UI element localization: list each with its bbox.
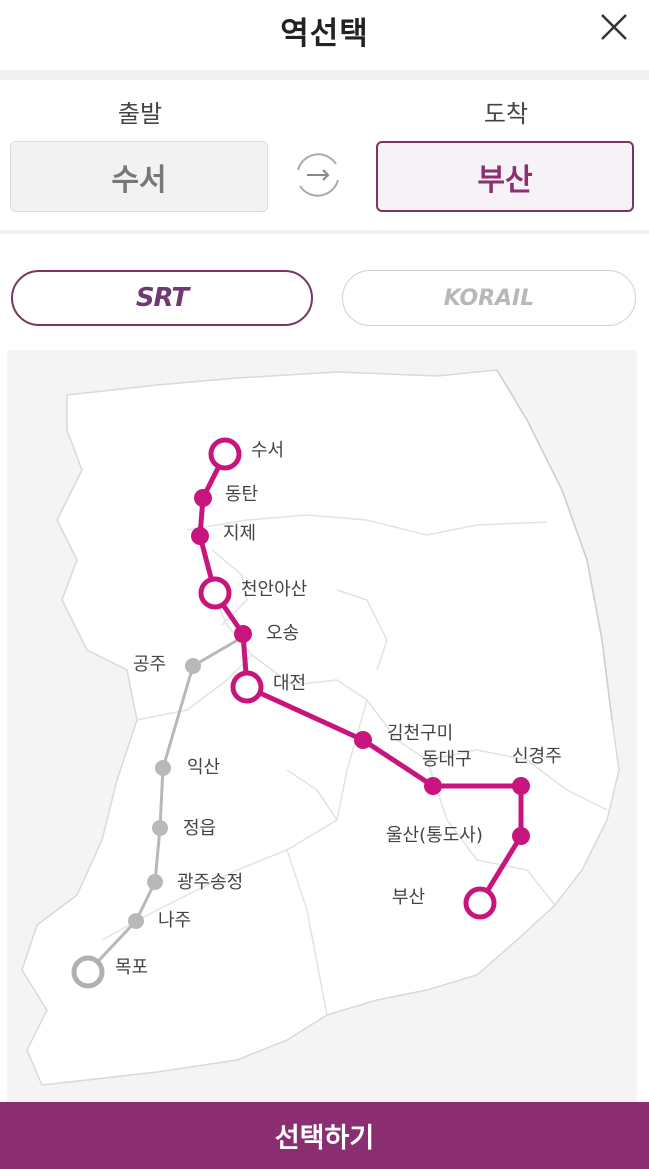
station-dot-dongdaegu[interactable] [424, 777, 442, 795]
station-dot-cheonanasan[interactable] [198, 576, 232, 610]
station-label[interactable]: 오송 [266, 623, 299, 644]
arrival-station-button[interactable]: 부산 [376, 141, 634, 212]
station-label[interactable]: 지제 [223, 523, 256, 544]
swap-icon [297, 153, 339, 197]
station-dot-gwangjusongjeong[interactable] [147, 874, 163, 890]
station-dot-osong[interactable] [234, 625, 252, 643]
srt-logo: SRT [135, 283, 189, 313]
map-outer-coast-right [496, 369, 613, 721]
station-label[interactable]: 대전 [273, 673, 306, 694]
station-label[interactable]: 나주 [158, 910, 191, 931]
station-dot-naju[interactable] [128, 913, 144, 929]
station-label[interactable]: 동탄 [225, 484, 258, 505]
departure-station-button[interactable]: 수서 [10, 141, 268, 212]
divider [0, 70, 649, 80]
station-dot-jije[interactable] [191, 527, 209, 545]
korea-map-svg: 수서 동탄 지제 천안아산 오송 대전 김천구미 동대구 신경주 울산(통도사)… [21, 369, 620, 1086]
station-dot-gimcheongumi[interactable] [354, 731, 372, 749]
station-label[interactable]: 천안아산 [241, 579, 307, 600]
station-label[interactable]: 동대구 [422, 749, 472, 770]
korail-logo: KORAIL [443, 285, 535, 311]
page-title: 역선택 [280, 16, 369, 52]
station-label[interactable]: 신경주 [512, 746, 562, 767]
station-dot-iksan[interactable] [155, 760, 171, 776]
srt-tab[interactable]: SRT [11, 270, 313, 326]
station-dot-suseo[interactable] [208, 437, 242, 471]
arrival-label: 도착 [483, 100, 529, 128]
srt-stations [191, 437, 530, 920]
station-dot-dongtan[interactable] [194, 489, 212, 507]
station-dot-singyeongju[interactable] [512, 777, 530, 795]
station-label[interactable]: 김천구미 [387, 723, 453, 744]
station-dot-daejeon[interactable] [230, 670, 264, 704]
province-borders [101, 514, 608, 1016]
departure-label: 출발 [117, 100, 163, 128]
station-label[interactable]: 부산 [392, 887, 425, 908]
station-labels: 수서 동탄 지제 천안아산 오송 대전 김천구미 동대구 신경주 울산(통도사)… [115, 440, 562, 978]
route-map: 수서 동탄 지제 천안아산 오송 대전 김천구미 동대구 신경주 울산(통도사)… [7, 350, 637, 1102]
header: 역선택 [0, 0, 649, 70]
station-label[interactable]: 수서 [251, 440, 284, 461]
station-dot-jeongeup[interactable] [152, 820, 168, 836]
close-button[interactable] [597, 10, 631, 44]
swap-button[interactable] [291, 148, 345, 202]
select-button[interactable]: 선택하기 [0, 1102, 649, 1169]
station-label[interactable]: 광주송정 [177, 872, 243, 893]
station-dot-gongju[interactable] [185, 658, 201, 674]
station-label[interactable]: 정읍 [183, 818, 216, 839]
station-label[interactable]: 목포 [115, 957, 148, 978]
station-dot-ulsan[interactable] [512, 827, 530, 845]
station-label[interactable]: 울산(통도사) [386, 825, 483, 846]
station-label[interactable]: 공주 [133, 654, 166, 675]
station-dot-mokpo[interactable] [71, 955, 105, 989]
station-label[interactable]: 익산 [187, 757, 220, 778]
divider [0, 230, 649, 234]
korail-tab[interactable]: KORAIL [342, 270, 636, 326]
close-icon [601, 14, 627, 40]
honam-stations [71, 658, 201, 989]
station-dot-busan[interactable] [463, 886, 497, 920]
